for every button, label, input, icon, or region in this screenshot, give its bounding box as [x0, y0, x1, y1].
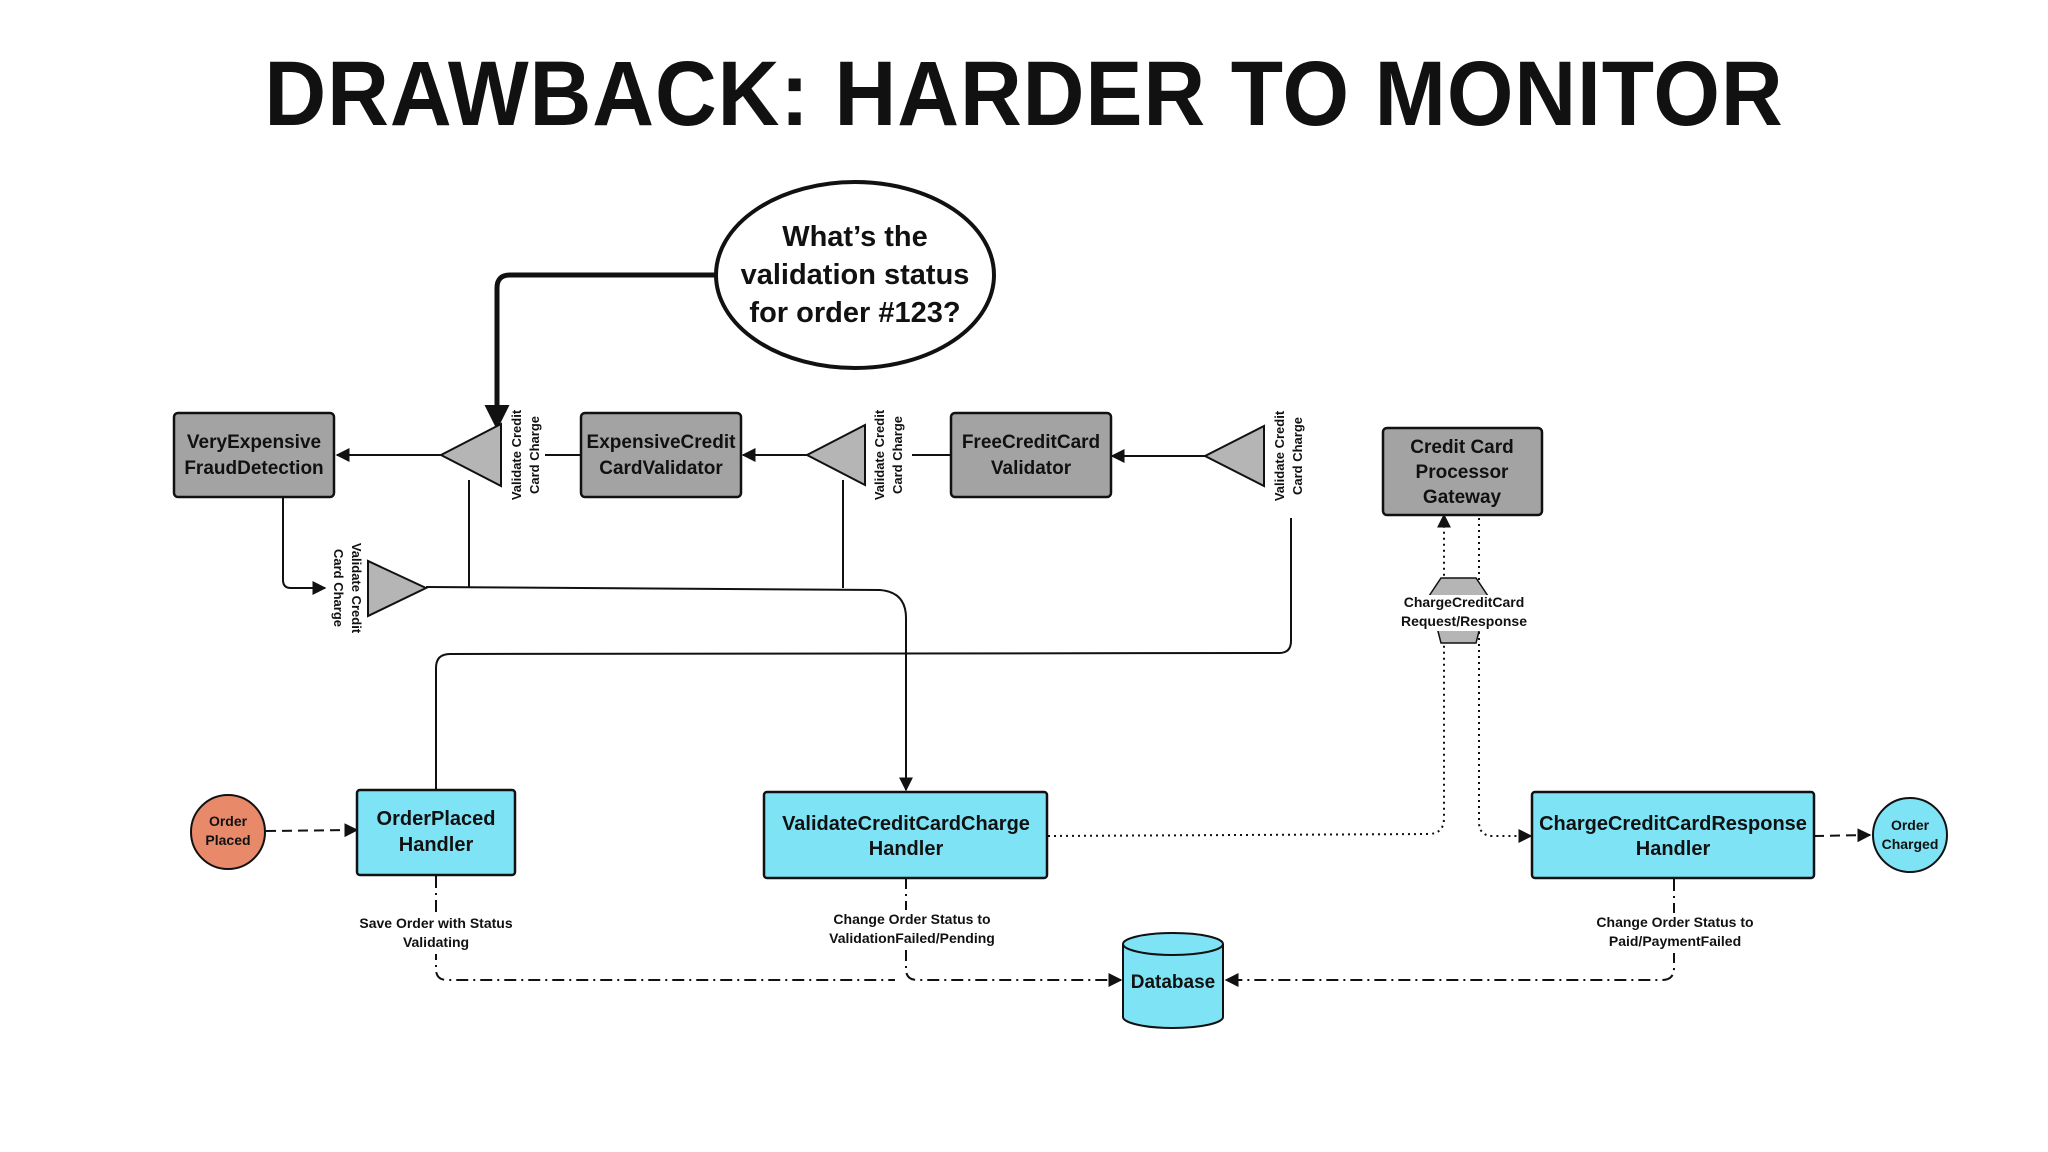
- response-handler: ChargeCreditCardResponse Handler: [1530, 790, 1816, 880]
- order-charged-event-line-1: Order: [1891, 817, 1930, 833]
- validate-handler-line-1: ValidateCreditCardCharge: [782, 813, 1030, 835]
- expensive-validator-line-2: CardValidator: [599, 458, 723, 479]
- gateway-line-1: Credit Card: [1410, 437, 1513, 458]
- speech-bubble-line-1: What’s the: [782, 221, 928, 253]
- gateway-channel-line-2: Request/Response: [1401, 613, 1527, 629]
- queue-1-label-2: Card Charge: [527, 416, 542, 494]
- note-change-paid-line-2: Paid/PaymentFailed: [1609, 933, 1741, 949]
- note-change-paid: Change Order Status to Paid/PaymentFaile…: [1590, 913, 1760, 953]
- order-charged-event-line-2: Charged: [1882, 836, 1939, 852]
- page-title: DRAWBACK: HARDER TO MONITOR: [264, 43, 1784, 145]
- free-validator-line-2: Validator: [991, 458, 1072, 479]
- validate-handler-line-2: Handler: [869, 838, 944, 860]
- gateway-channel-line-1: ChargeCreditCard: [1404, 594, 1525, 610]
- expensive-validator-line-1: ExpensiveCredit: [587, 432, 737, 453]
- queue-2: Validate Credit Card Charge: [804, 409, 905, 500]
- expensive-validator-node: ExpensiveCredit CardValidator: [579, 411, 743, 499]
- fraud-detection-node: VeryExpensive FraudDetection: [172, 411, 336, 499]
- response-handler-line-2: Handler: [1636, 838, 1711, 860]
- edge-gateway-to-response: [1478, 518, 1533, 843]
- gateway-line-2: Processor: [1416, 462, 1510, 483]
- gateway-channel: ChargeCreditCard Request/Response: [1398, 577, 1530, 644]
- queue-3: Validate Credit Card Charge: [1202, 410, 1305, 501]
- fraud-detection-line-2: FraudDetection: [184, 458, 323, 479]
- edge-orderplaced-event-to-handler: [265, 823, 359, 838]
- queue-2-label-1: Validate Credit: [872, 409, 887, 500]
- queue-4-label-1: Validate Credit: [349, 543, 364, 634]
- order-placed-handler-line-2: Handler: [399, 834, 474, 856]
- response-handler-line-1: ChargeCreditCardResponse: [1539, 813, 1807, 835]
- order-charged-event: Order Charged: [1872, 797, 1948, 873]
- order-placed-event-line-1: Order: [209, 813, 248, 829]
- order-placed-event-line-2: Placed: [205, 832, 250, 848]
- speech-bubble: What’s the validation status for order #…: [714, 180, 996, 370]
- edge-validate-to-gateway: [1047, 513, 1451, 837]
- note-change-validation-line-1: Change Order Status to: [833, 911, 990, 927]
- note-save-order-line-2: Validating: [403, 934, 469, 950]
- edge-queue3-to-orderplaced: [435, 518, 1292, 790]
- queue-1-label-1: Validate Credit: [509, 409, 524, 500]
- edge-queue4-to-validate-handler: [425, 586, 913, 792]
- queue-3-label-1: Validate Credit: [1272, 410, 1287, 501]
- speech-bubble-line-3: for order #123?: [749, 297, 960, 329]
- queue-3-label-2: Card Charge: [1290, 417, 1305, 495]
- order-placed-handler-line-1: OrderPlaced: [377, 808, 496, 830]
- free-validator-line-1: FreeCreditCard: [962, 432, 1100, 453]
- database-cylinder: Database: [1122, 932, 1224, 1029]
- note-change-validation-line-2: ValidationFailed/Pending: [829, 930, 995, 946]
- edge-orderplaced-to-database: [435, 876, 895, 981]
- edge-response-to-ordercharged: [1813, 828, 1872, 843]
- fraud-detection-line-1: VeryExpensive: [187, 432, 321, 453]
- note-change-validation: Change Order Status to ValidationFailed/…: [818, 910, 1004, 950]
- order-placed-handler: OrderPlaced Handler: [355, 788, 517, 877]
- gateway-line-3: Gateway: [1423, 487, 1502, 508]
- database-label: Database: [1131, 972, 1216, 993]
- bubble-pointer-line: [484, 272, 716, 430]
- queue-4-label-2: Card Charge: [331, 549, 346, 627]
- gateway-node: Credit Card Processor Gateway: [1381, 426, 1544, 517]
- edge-fraud-to-queue4: [282, 497, 327, 595]
- queue-2-label-2: Card Charge: [890, 416, 905, 494]
- note-change-paid-line-1: Change Order Status to: [1596, 914, 1753, 930]
- queue-4: Validate Credit Card Charge: [331, 543, 429, 634]
- queue-1: Validate Credit Card Charge: [438, 409, 542, 500]
- validate-handler: ValidateCreditCardCharge Handler: [762, 790, 1049, 880]
- edge-validate-to-database: [905, 877, 1123, 987]
- free-validator-node: FreeCreditCard Validator: [949, 411, 1113, 499]
- note-save-order-line-1: Save Order with Status: [359, 915, 512, 931]
- note-save-order: Save Order with Status Validating: [350, 914, 522, 954]
- order-placed-event: Order Placed: [190, 794, 266, 870]
- speech-bubble-line-2: validation status: [741, 259, 970, 291]
- edge-response-to-database: [1224, 879, 1675, 987]
